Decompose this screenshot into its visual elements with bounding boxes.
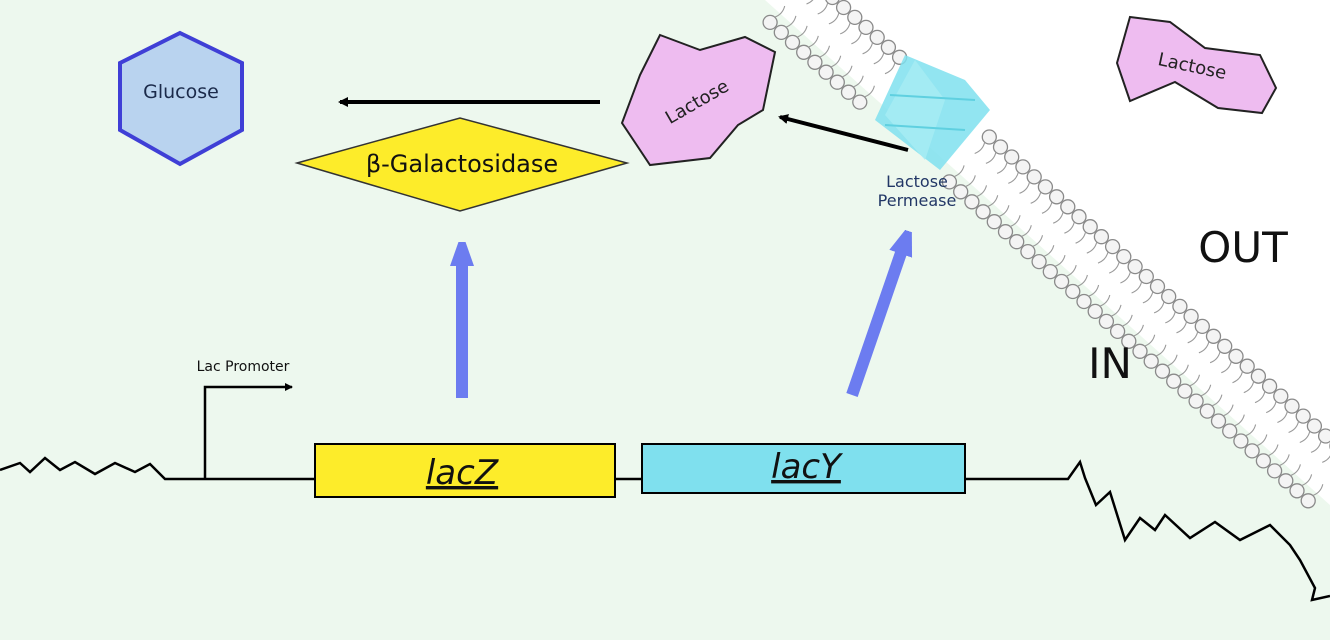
lipid-head [1083, 220, 1097, 234]
lipid-head [1027, 170, 1041, 184]
lipid-head [1263, 379, 1277, 393]
lipid-head [1128, 260, 1142, 274]
lipid-head [1285, 399, 1299, 413]
lipid-head [1251, 369, 1265, 383]
lacY-gene: lacY [642, 444, 965, 493]
lipid-head [1195, 319, 1209, 333]
lipid-head [1218, 339, 1232, 353]
lipid-head [1296, 409, 1310, 423]
lipid-head [1240, 359, 1254, 373]
lipid-head [1139, 270, 1153, 284]
lipid-head [1162, 290, 1176, 304]
permease-label-line1: Lactose [886, 172, 948, 191]
beta-galactosidase-label: β-Galactosidase [366, 150, 558, 178]
lacY-label: lacY [771, 447, 843, 487]
lipid-head [859, 20, 873, 34]
lipid-head [1207, 329, 1221, 343]
lipid-head [982, 130, 996, 144]
lacZ-label: lacZ [426, 453, 499, 493]
lipid-head [1061, 200, 1075, 214]
lacZ-gene: lacZ [315, 444, 615, 497]
lipid-head [1050, 190, 1064, 204]
lipid-head [1307, 419, 1321, 433]
in-label: IN [1088, 339, 1132, 388]
lipid-head [1173, 299, 1187, 313]
lipid-head [1274, 389, 1288, 403]
promoter-label: Lac Promoter [197, 359, 290, 375]
lipid-head [1319, 429, 1330, 443]
lipid-head [1151, 280, 1165, 294]
lipid-head [1229, 349, 1243, 363]
out-label: OUT [1198, 223, 1288, 272]
lipid-head [1005, 150, 1019, 164]
lipid-head [848, 10, 862, 24]
lipid-head [1184, 309, 1198, 323]
lipid-head [994, 140, 1008, 154]
lipid-head [1038, 180, 1052, 194]
permease-label-line2: Permease [878, 191, 957, 210]
lipid-head [870, 30, 884, 44]
lipid-head [881, 40, 895, 54]
lipid-head [837, 1, 851, 15]
lipid-head [1016, 160, 1030, 174]
lipid-head [1117, 250, 1131, 264]
lipid-head [1094, 230, 1108, 244]
lipid-head [1106, 240, 1120, 254]
lipid-head [1072, 210, 1086, 224]
glucose-label: Glucose [143, 81, 219, 103]
